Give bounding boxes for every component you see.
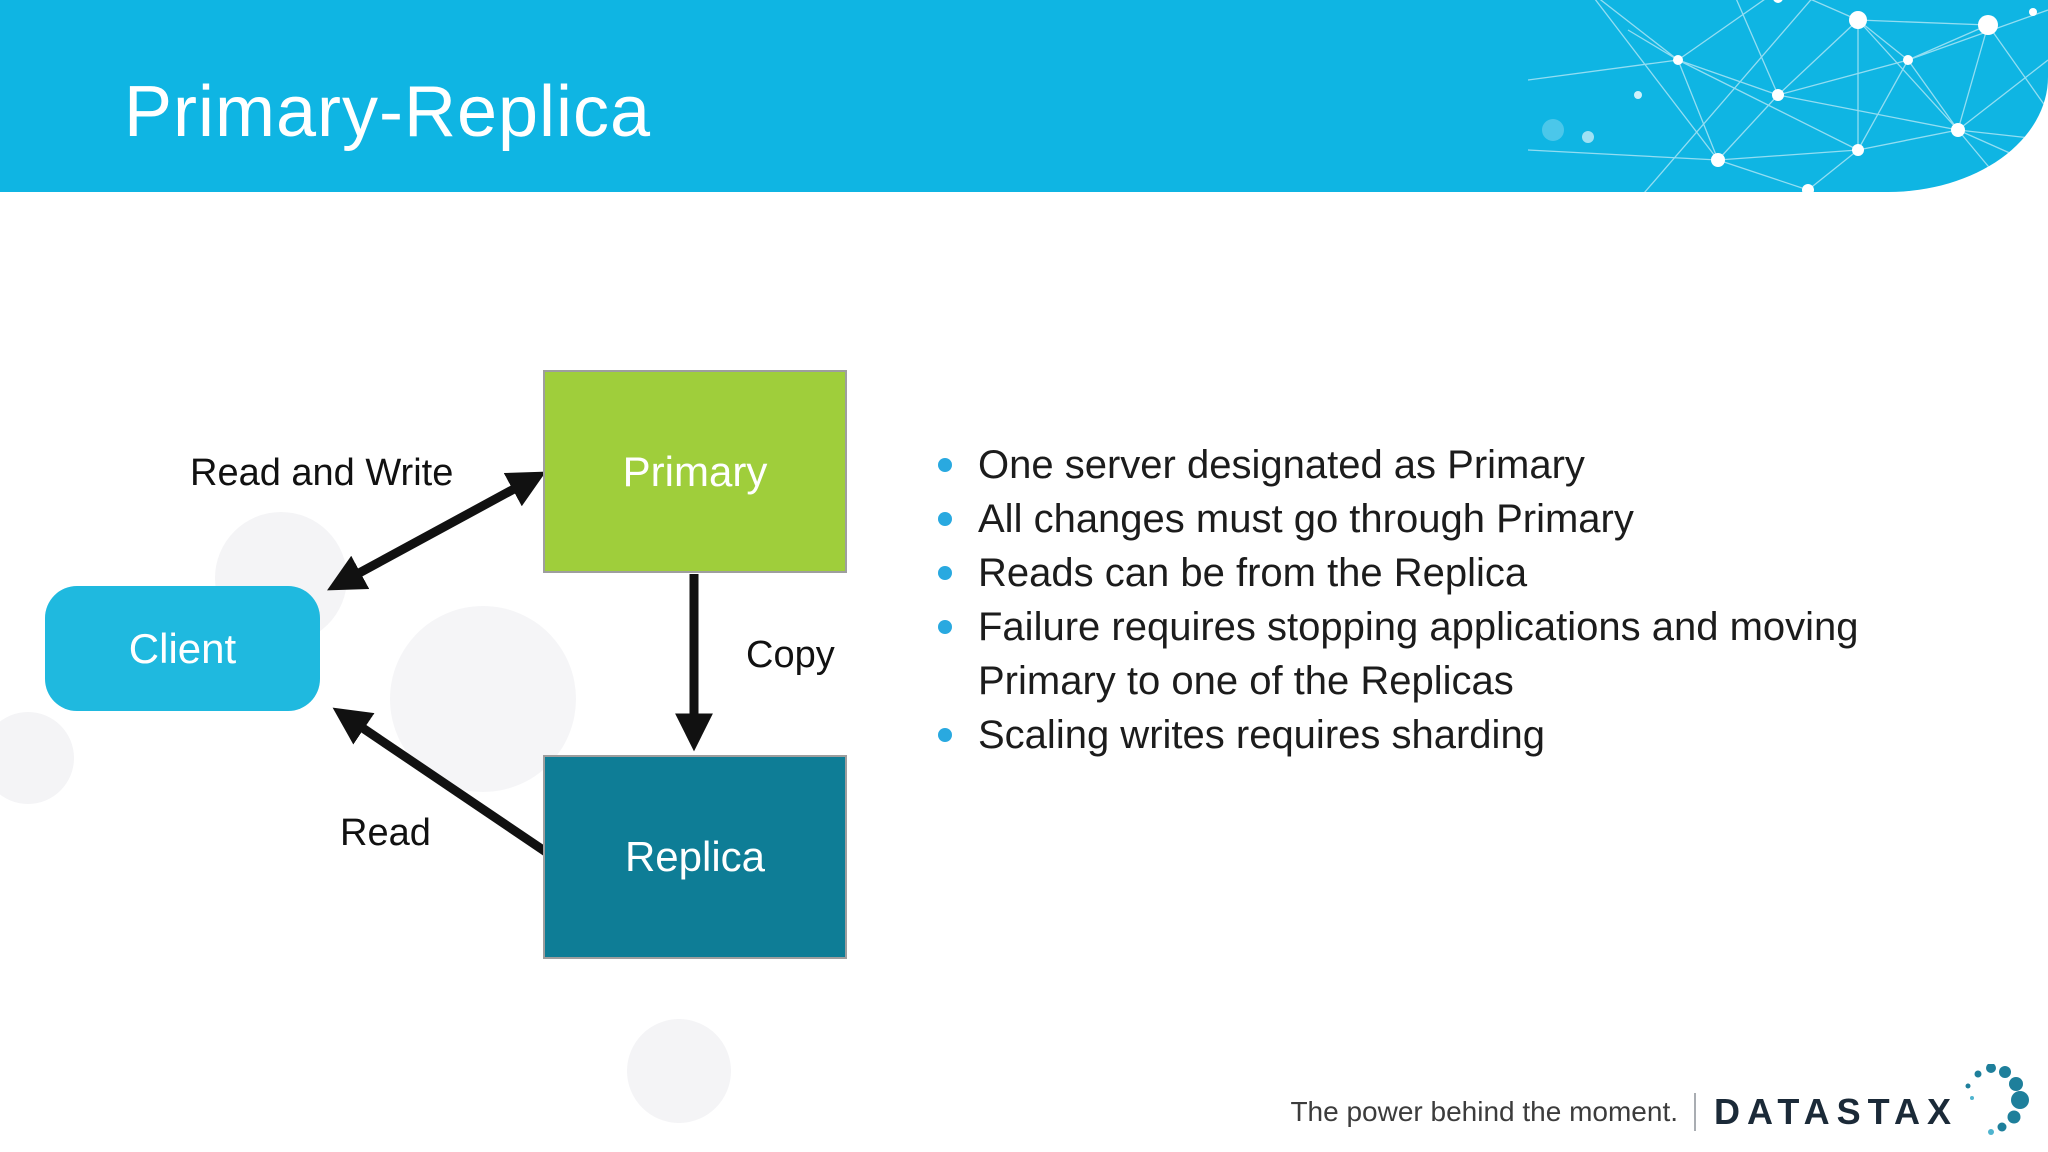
datastax-wordmark: DATASTAX — [1714, 1091, 1958, 1132]
bullet-dot-icon — [938, 620, 952, 634]
network-decoration-icon — [1528, 0, 2048, 192]
bullet-dot-icon — [938, 566, 952, 580]
page-title: Primary-Replica — [124, 72, 652, 152]
datastax-swirl-icon — [1965, 1064, 2029, 1135]
footer-tagline: The power behind the moment. — [1290, 1096, 1679, 1127]
bullet-item: All changes must go through Primary — [938, 492, 1918, 546]
node-replica-label: Replica — [624, 833, 766, 880]
watermark-circle — [0, 712, 74, 804]
bullet-dot-icon — [938, 728, 952, 742]
node-primary: Primary — [543, 370, 847, 573]
bullet-dot-icon — [938, 512, 952, 526]
node-primary-label: Primary — [622, 447, 768, 495]
bullet-item: Failure requires stopping applications a… — [938, 600, 1918, 708]
watermark-circle — [627, 1019, 731, 1123]
bullet-item: One server designated as Primary — [938, 438, 1918, 492]
footer-divider — [1694, 1093, 1697, 1131]
slide-header: Primary-Replica — [0, 0, 2048, 192]
node-replica: Replica — [543, 755, 847, 959]
edge-label-copy: Copy — [746, 634, 835, 676]
footer: The power behind the moment. DATASTAX — [1290, 1064, 2032, 1142]
node-client: Client — [45, 586, 320, 711]
node-client-label: Client — [128, 624, 237, 672]
bullet-dot-icon — [938, 458, 952, 472]
edge-label-read-and-write: Read and Write — [190, 452, 454, 494]
bullet-item: Scaling writes requires sharding — [938, 708, 1918, 762]
bullet-list: One server designated as Primary All cha… — [938, 438, 1918, 762]
bullet-item: Reads can be from the Replica — [938, 546, 1918, 600]
edge-label-read: Read — [340, 812, 431, 854]
